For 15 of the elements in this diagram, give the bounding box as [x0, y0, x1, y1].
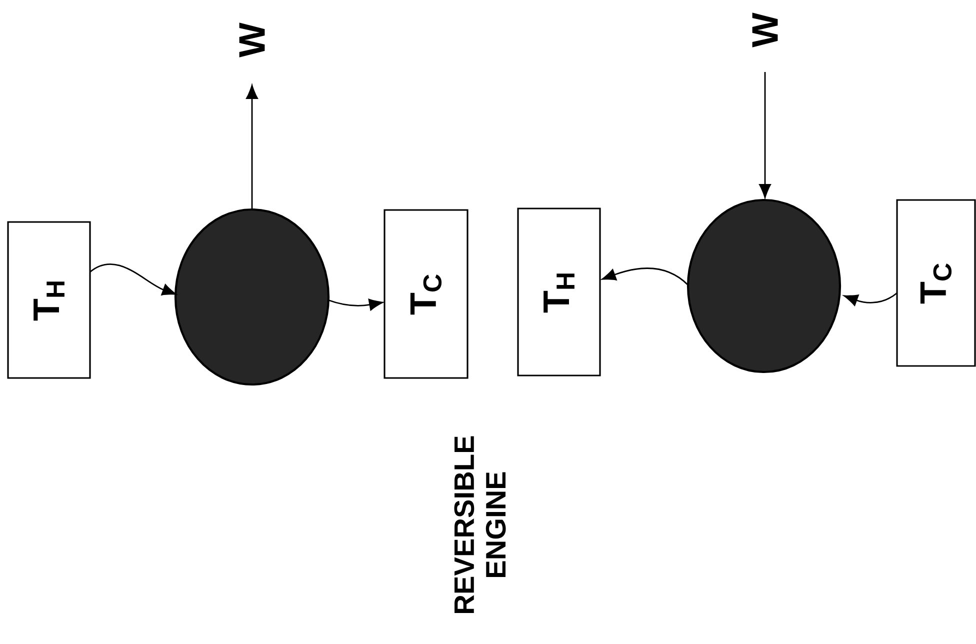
temperature-box: T$_{H}$: [7, 221, 91, 379]
caption-label: REVERSIBLE ENGINE: [454, 436, 506, 613]
arrow: [759, 72, 771, 198]
curved-arrow: [844, 292, 898, 306]
temperature-box: T$_{C}$: [896, 199, 976, 367]
curved-arrow: [328, 298, 384, 310]
work-label: W: [752, 12, 778, 48]
work-label: W: [239, 22, 265, 58]
curved-arrow: [90, 263, 176, 296]
arrow: [246, 84, 258, 210]
temperature-box: T$_{H}$: [517, 208, 601, 376]
curved-arrow: [602, 268, 688, 286]
engine-circle: [174, 208, 330, 386]
engine-circle: [686, 198, 842, 374]
temperature-box: T$_{C}$: [384, 209, 468, 379]
